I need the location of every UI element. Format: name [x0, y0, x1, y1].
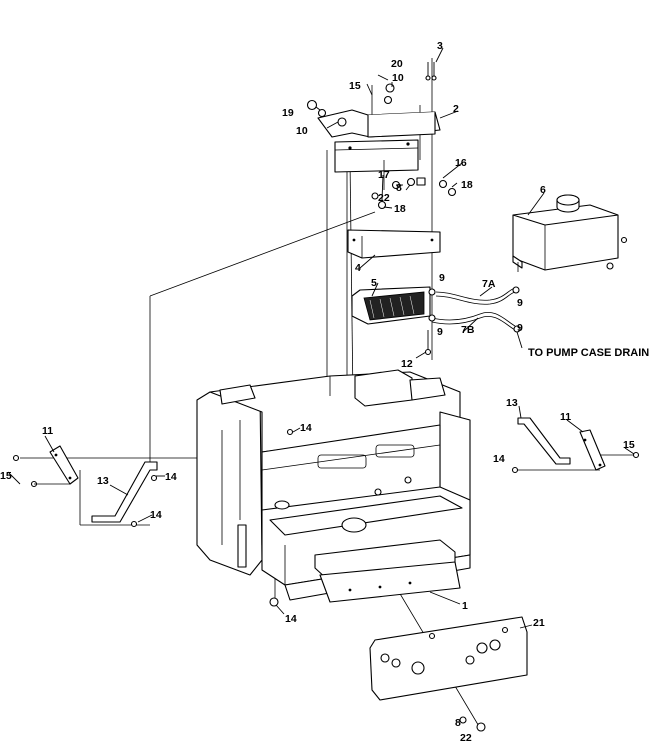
callout-11-left: 11 — [42, 425, 53, 437]
callout-8-upper: 8 — [396, 182, 402, 194]
callout-2: 2 — [453, 103, 459, 115]
callout-20: 20 — [391, 58, 403, 70]
fitting-part-12 — [415, 330, 432, 359]
callout-13-left: 13 — [97, 475, 109, 487]
callout-21: 21 — [533, 617, 545, 629]
callout-labels: 1 2 3 4 5 6 7A 7B 8 8 9 9 9 9 10 10 11 1… — [0, 40, 649, 744]
callout-8-lower: 8 — [455, 717, 461, 729]
main-frame-part-1 — [196, 369, 471, 601]
callout-7b: 7B — [461, 324, 475, 336]
left-linkage-parts-11-13 — [7, 445, 279, 607]
callout-12: 12 — [401, 358, 413, 370]
hoses-part-7 — [428, 286, 523, 349]
bolts-part-3 — [425, 62, 437, 81]
hardware-cluster-upper — [371, 160, 457, 210]
callout-17: 17 — [378, 169, 390, 181]
callout-14-bottom: 14 — [285, 613, 297, 625]
callout-leaders — [44, 47, 635, 629]
callout-22-lower: 22 — [460, 732, 472, 744]
annotation-pump-case-drain: TO PUMP CASE DRAIN — [528, 347, 649, 359]
callout-1: 1 — [462, 600, 468, 612]
cover-plate-part-21 — [369, 616, 528, 701]
callout-15-left: 15 — [0, 470, 12, 482]
callout-4: 4 — [355, 262, 361, 274]
callout-19: 19 — [282, 107, 294, 119]
right-linkage-parts-11-13 — [511, 417, 640, 474]
callout-18-left: 18 — [394, 203, 406, 215]
callout-7a: 7A — [482, 278, 496, 290]
callout-11-right: 11 — [560, 411, 571, 423]
callout-14-left-b: 14 — [150, 509, 162, 521]
plate-part-4 — [347, 229, 441, 259]
callout-15-top: 15 — [349, 80, 361, 92]
callout-18-right: 18 — [461, 179, 473, 191]
oil-cooler-part-5 — [351, 286, 431, 325]
callout-3: 3 — [437, 40, 443, 52]
callout-22-upper: 22 — [378, 192, 390, 204]
callout-16: 16 — [455, 157, 467, 169]
callout-15-right: 15 — [623, 439, 635, 451]
misc-fasteners — [286, 428, 486, 732]
callout-14-right: 14 — [493, 453, 505, 465]
callout-5: 5 — [371, 277, 377, 289]
callout-9-c: 9 — [437, 326, 443, 338]
callout-9-d: 9 — [517, 322, 523, 334]
callout-14-frame: 14 — [300, 422, 312, 434]
callout-10-upper: 10 — [392, 72, 404, 84]
callout-13-right: 13 — [506, 397, 518, 409]
bracket-part-2 — [306, 83, 441, 173]
reservoir-tank-part-6 — [512, 194, 628, 272]
front-step-plate — [314, 539, 461, 603]
callout-14-left-a: 14 — [165, 471, 177, 483]
callout-9-b: 9 — [517, 297, 523, 309]
callout-9-a: 9 — [439, 272, 445, 284]
callout-6: 6 — [540, 184, 546, 196]
callout-10-lower: 10 — [296, 125, 308, 137]
